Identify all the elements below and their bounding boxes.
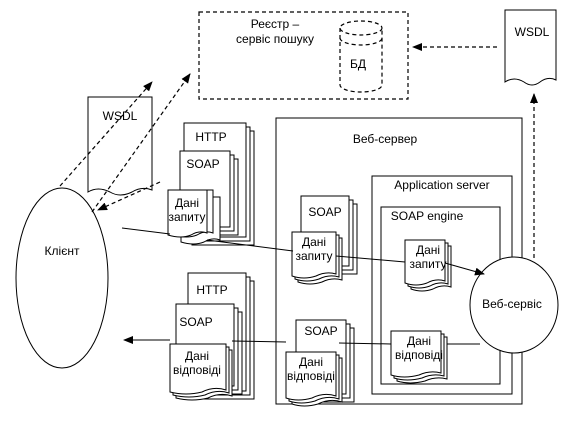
soap-engine-label: SOAP engine [391, 209, 464, 223]
wsdl-document-left: WSDL [87, 96, 153, 196]
engine-request-data-line1: Дані [416, 243, 440, 257]
registry-box: Реєстр – сервіс пошуку БД [198, 11, 409, 100]
request-http-stack: HTTP SOAP Дані запиту [167, 122, 255, 246]
mid-response-data-line2: відповіді [287, 369, 335, 383]
mid-request-soap-label: SOAP [308, 205, 341, 219]
response-data-line2: відповіді [173, 363, 221, 377]
web-server-label: Веб-сервер [353, 132, 418, 146]
database-cylinder: БД [339, 20, 383, 93]
wsdl-document-top: WSDL [504, 9, 557, 86]
response-flow [123, 336, 480, 345]
web-service-label: Веб-сервіс [482, 297, 542, 311]
response-http-stack: HTTP SOAP Дані відповіді [169, 272, 255, 401]
request-data-line1: Дані [175, 196, 199, 210]
response-data-line1: Дані [185, 349, 209, 363]
client-node: Клієнт [15, 187, 109, 369]
mid-request-data-line2: запиту [295, 249, 332, 263]
mid-response-data-line1: Дані [299, 355, 323, 369]
engine-response-data-line1: Дані [407, 334, 431, 348]
registry-label-line2: сервіс пошуку [236, 32, 314, 46]
mid-request-data-line1: Дані [302, 235, 326, 249]
response-http-label: HTTP [196, 283, 227, 297]
mid-request-soap: SOAP Дані запиту [291, 195, 358, 285]
request-data-line2: запиту [168, 210, 205, 224]
wsdl-top-label: WSDL [515, 25, 550, 39]
request-flow [121, 227, 485, 276]
web-service-node: Веб-сервіс [469, 256, 559, 354]
mid-response-soap-label: SOAP [304, 324, 337, 338]
wsdl-left-label: WSDL [103, 109, 138, 123]
dashed-arrows [59, 43, 538, 258]
engine-request-data: Дані запиту [404, 239, 452, 292]
application-server-label: Application server [394, 178, 489, 192]
client-label: Клієнт [45, 244, 80, 258]
request-http-label: HTTP [195, 130, 226, 144]
response-soap-label: SOAP [179, 315, 212, 329]
engine-response-data: Дані відповіді [390, 330, 448, 384]
mid-response-soap: SOAP Дані відповіді [285, 319, 355, 407]
database-label: БД [350, 57, 366, 71]
engine-response-data-line2: відповіді [395, 348, 443, 362]
request-soap-label: SOAP [186, 157, 219, 171]
registry-label-line1: Реєстр – [251, 17, 300, 31]
engine-request-data-line2: запиту [409, 257, 446, 271]
